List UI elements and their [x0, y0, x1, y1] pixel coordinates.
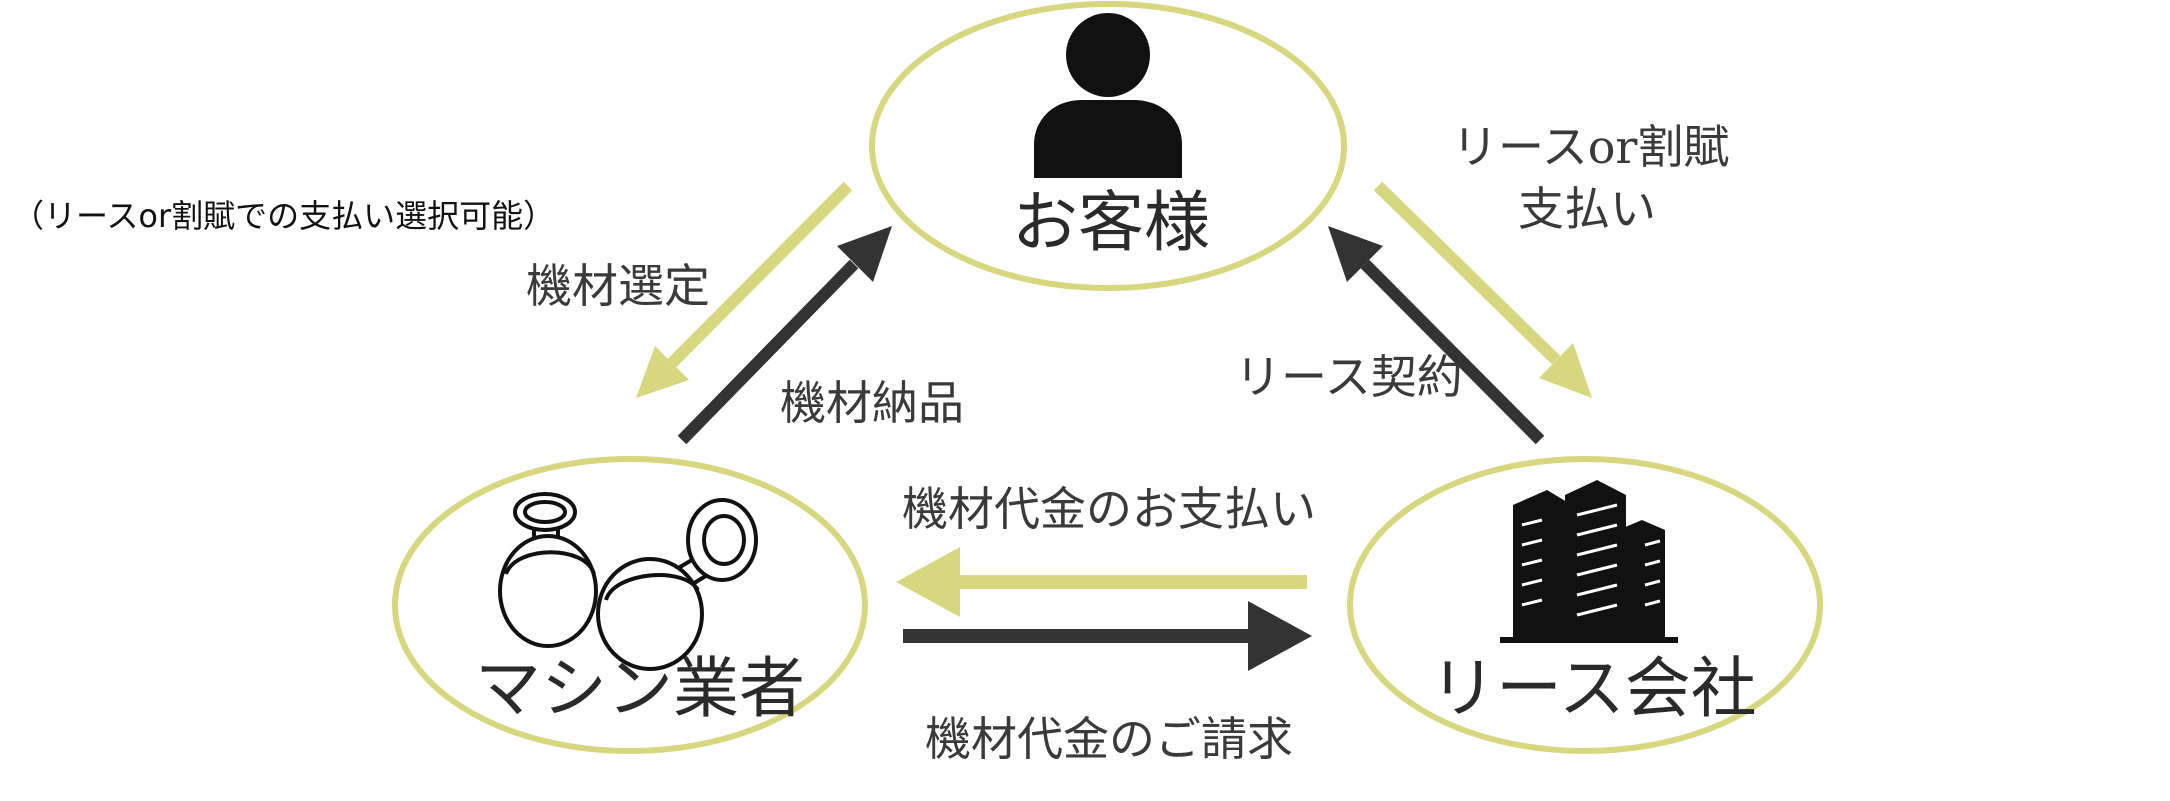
contract-label: リース契約 — [1235, 350, 1463, 404]
machine-vendor-ellipse — [392, 456, 868, 754]
dumbbell-icon — [498, 492, 758, 671]
customer-ellipse — [869, 1, 1347, 291]
payment-label-line1: リースor割賦 — [1452, 120, 1730, 174]
arrow-delivery — [677, 226, 892, 445]
buildings-icon — [1500, 480, 1678, 643]
delivery-label: 機材納品 — [780, 376, 964, 430]
price-payment-label: 機材代金のお支払い — [902, 482, 1316, 536]
person-icon — [1034, 13, 1182, 178]
selection-label: 機材選定 — [526, 259, 710, 313]
price-invoice-label: 機材代金のご請求 — [925, 712, 1293, 766]
arrow-selection — [636, 181, 853, 398]
arrow-payment — [1373, 181, 1592, 398]
arrow-price-payment — [896, 547, 1307, 617]
machine-vendor-label: マシン業者 — [475, 650, 805, 727]
arrow-contract — [1328, 226, 1545, 445]
payment-option-note: （リースor割賦での支払い選択可能） — [12, 197, 556, 235]
arrow-price-invoice — [903, 601, 1312, 671]
customer-label: お客様 — [1012, 184, 1210, 261]
payment-label-line2: 支払い — [1518, 182, 1656, 236]
lease-company-ellipse — [1347, 456, 1823, 754]
lease-company-label: リース会社 — [1430, 650, 1757, 727]
